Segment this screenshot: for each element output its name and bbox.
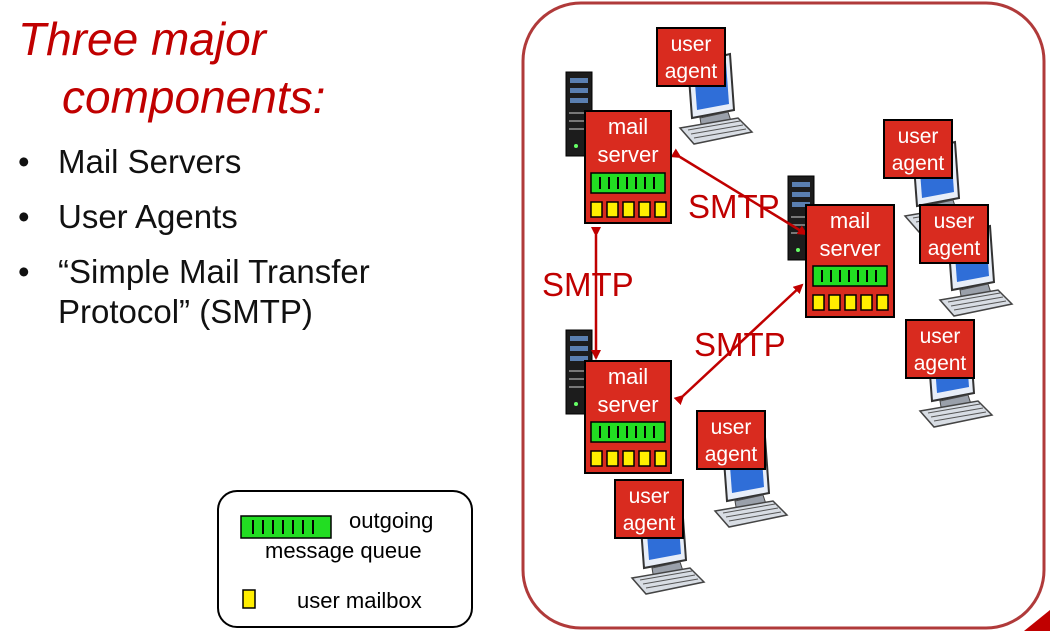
server-label: server	[597, 392, 658, 417]
bullet-mail-servers: • Mail Servers	[14, 142, 454, 182]
agent-label: agent	[623, 512, 676, 535]
mailboxes-icon	[590, 201, 667, 218]
smtp-label-lower: SMTP	[694, 326, 786, 363]
bullet-text: Mail Servers	[58, 143, 242, 180]
server-label: server	[597, 142, 658, 167]
smtp-arrow-upper	[670, 148, 808, 236]
bullet-dot: •	[18, 198, 30, 235]
smtp-label-upper: SMTP	[688, 188, 780, 225]
bullet-text: User Agents	[58, 198, 238, 235]
mail-server-right: mail server	[805, 204, 895, 318]
user-agent-3: user agent	[919, 204, 989, 264]
server-label: mail	[830, 208, 870, 233]
mailboxes-icon	[812, 294, 889, 311]
agent-label: agent	[914, 352, 967, 375]
agent-label: agent	[665, 60, 718, 83]
user-agent-4: user agent	[905, 319, 975, 379]
agent-label: user	[671, 33, 712, 56]
bullet-dot: •	[18, 253, 30, 290]
mail-server-top: mail server	[584, 110, 672, 224]
legend-mailbox-icon	[242, 589, 256, 609]
user-agent-6: user agent	[614, 479, 684, 539]
legend-symbols	[240, 515, 332, 609]
server-label: server	[819, 236, 880, 261]
agent-label: user	[934, 210, 975, 233]
agent-label: agent	[705, 443, 758, 466]
smtp-label-left: SMTP	[542, 266, 634, 303]
title-line-2: components:	[62, 71, 326, 123]
agent-label: user	[920, 325, 961, 348]
legend-box: outgoing message queue user mailbox	[217, 490, 473, 628]
bullet-user-agents: • User Agents	[14, 197, 454, 237]
legend-queue-icon	[240, 515, 332, 539]
mailboxes-icon	[590, 450, 667, 467]
title-line-1: Three major	[18, 13, 266, 65]
server-label: mail	[608, 364, 648, 389]
agent-label: agent	[928, 237, 981, 260]
smtp-arrow-lower	[673, 283, 804, 406]
user-agent-5: user agent	[696, 410, 766, 470]
agent-label: agent	[892, 152, 945, 175]
agent-label: user	[898, 125, 939, 148]
bullet-text-2: Protocol” (SMTP)	[58, 293, 313, 330]
network-frame	[521, 1, 1046, 630]
mail-server-bottom: mail server	[584, 360, 672, 474]
legend-queue-label-2: message queue	[265, 538, 422, 563]
slide-title: Three major components:	[18, 10, 325, 126]
agent-label: user	[629, 485, 670, 508]
bullet-text: “Simple Mail Transfer	[58, 253, 370, 290]
user-agent-2: user agent	[883, 119, 953, 179]
legend-mailbox-label: user mailbox	[297, 588, 422, 613]
server-label: mail	[608, 114, 648, 139]
agent-label: user	[711, 416, 752, 439]
component-list: • Mail Servers • User Agents • “Simple Mail…	[14, 142, 454, 347]
corner-accent	[1024, 610, 1050, 631]
legend-queue-label: outgoing	[349, 508, 434, 533]
user-agent-1: user agent	[656, 27, 726, 87]
bullet-dot: •	[18, 143, 30, 180]
